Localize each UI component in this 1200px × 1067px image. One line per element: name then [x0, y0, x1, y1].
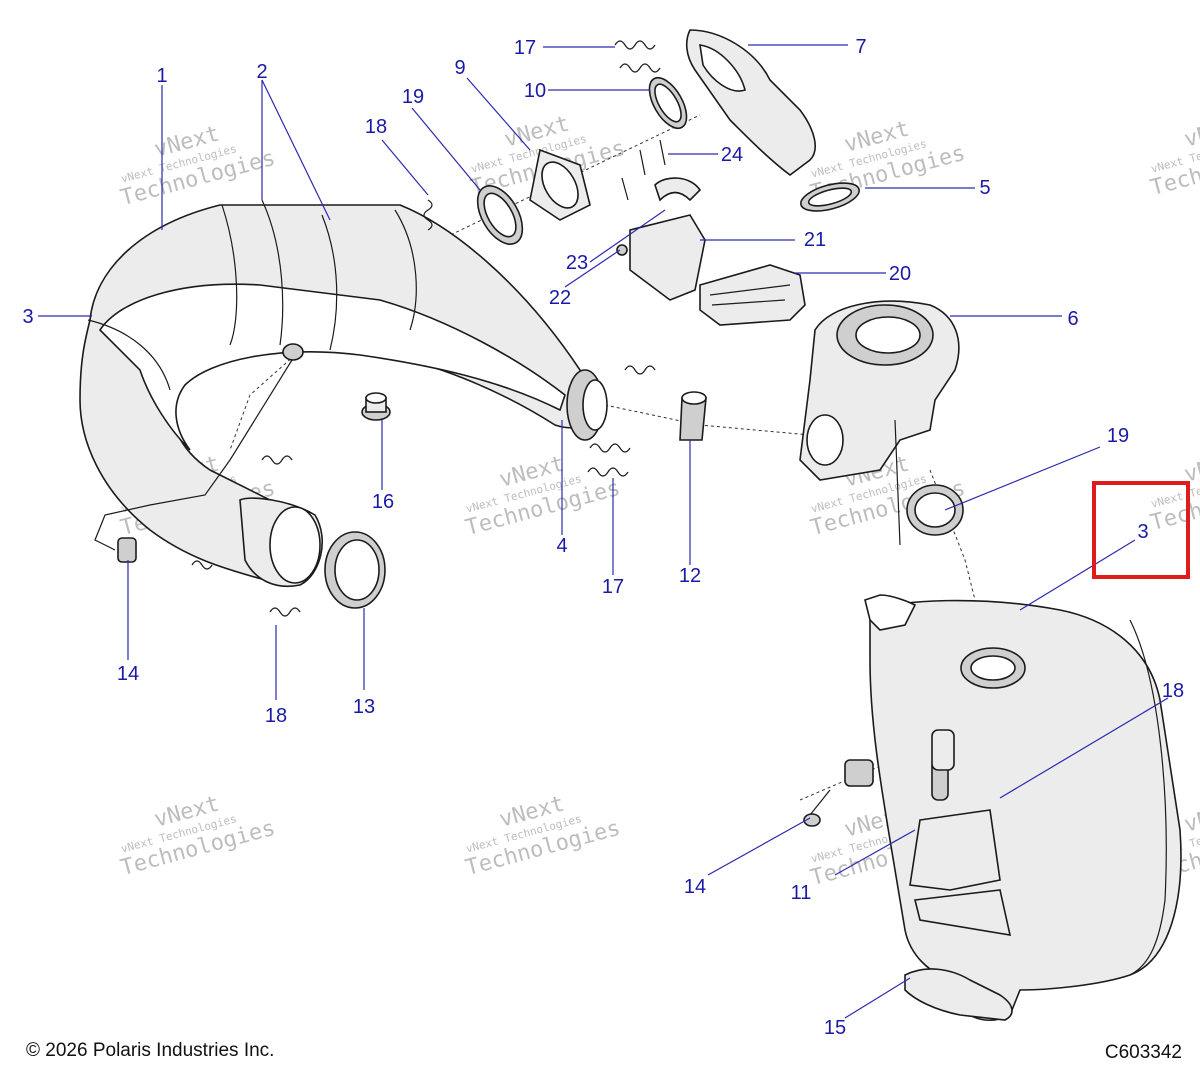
- oxygen-sensor-left: [94, 359, 293, 563]
- exhaust-pipe: [79, 199, 608, 587]
- callout-18-right: 18: [1162, 680, 1184, 702]
- sensor-connector-14: [803, 759, 874, 827]
- springs: [191, 40, 1003, 806]
- callout-3-left: 3: [22, 306, 33, 328]
- callout-17-bottom: 17: [602, 576, 624, 598]
- callout-18-bottom: 18: [265, 705, 287, 727]
- turbo-6: [799, 300, 960, 546]
- callout-labels: 1 2 3 3 4 5 6 7 9 10 11 12 13 14 14 15 1…: [22, 36, 1184, 1039]
- callout-22: 22: [549, 287, 571, 309]
- watermark-text: vNext: [1182, 796, 1200, 837]
- ring-12: [679, 391, 707, 441]
- watermark-text: vNext: [1182, 111, 1200, 152]
- actuator-20: [629, 214, 806, 326]
- copyright-text: © 2026 Polaris Industries Inc.: [26, 1040, 275, 1061]
- callout-3-right: 3: [1137, 521, 1148, 543]
- muffler-8: [864, 594, 1182, 1021]
- figure-code: C603342: [1104, 1042, 1182, 1063]
- callout-16: 16: [372, 491, 394, 513]
- callout-18-top: 18: [365, 116, 387, 138]
- callout-6: 6: [1067, 308, 1078, 330]
- callout-23: 23: [566, 252, 588, 274]
- callout-14-left: 14: [117, 663, 139, 685]
- callout-21: 21: [804, 229, 826, 251]
- elbow-7: [685, 29, 860, 212]
- callout-12: 12: [679, 565, 701, 587]
- callout-13: 13: [353, 696, 375, 718]
- seal-13: [324, 531, 386, 609]
- heat-shield-15: [904, 968, 1013, 1021]
- callout-4: 4: [556, 535, 567, 557]
- callout-14-right: 14: [684, 876, 706, 898]
- highlight-box: [1092, 481, 1190, 579]
- callout-11: 11: [791, 882, 812, 904]
- leader-lines: [38, 44, 1169, 1019]
- plug-16: [361, 392, 391, 421]
- callout-7: 7: [855, 36, 866, 58]
- clamp-assembly: [476, 76, 702, 256]
- callout-1: 1: [156, 65, 167, 87]
- callout-20: 20: [889, 263, 911, 285]
- callout-5: 5: [979, 177, 990, 199]
- callout-2: 2: [256, 61, 267, 83]
- callout-19-right: 19: [1107, 425, 1129, 447]
- callout-15: 15: [824, 1017, 846, 1039]
- callout-9: 9: [454, 57, 465, 79]
- vband-clamp-19: [906, 484, 964, 536]
- callout-10: 10: [524, 80, 546, 102]
- callout-24: 24: [721, 144, 743, 166]
- callout-17-top: 17: [514, 37, 536, 59]
- callout-19-top: 19: [402, 86, 424, 108]
